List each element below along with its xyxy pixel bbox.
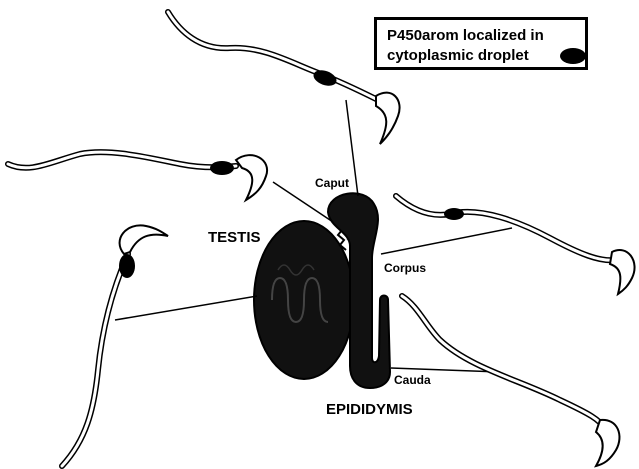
sperm-cell-corpus xyxy=(396,196,635,294)
legend-title-line2: cytoplasmic droplet xyxy=(387,47,529,64)
sperm-cell-cauda xyxy=(402,296,619,466)
label-caput: Caput xyxy=(315,177,349,189)
legend-box: P450arom localized in cytoplasmic drople… xyxy=(374,17,588,70)
label-testis: TESTIS xyxy=(208,230,261,245)
sperm-cell-caput-left xyxy=(8,152,267,200)
label-epididymis: EPIDIDYMIS xyxy=(326,402,413,417)
sperm-cell-caput-top xyxy=(168,12,400,144)
label-corpus: Corpus xyxy=(384,262,426,274)
cytoplasmic-droplet-icon xyxy=(560,48,586,64)
label-cauda: Cauda xyxy=(394,374,431,386)
sperm-cell-testis xyxy=(62,225,168,466)
legend-title-line1: P450arom localized in xyxy=(387,27,544,44)
